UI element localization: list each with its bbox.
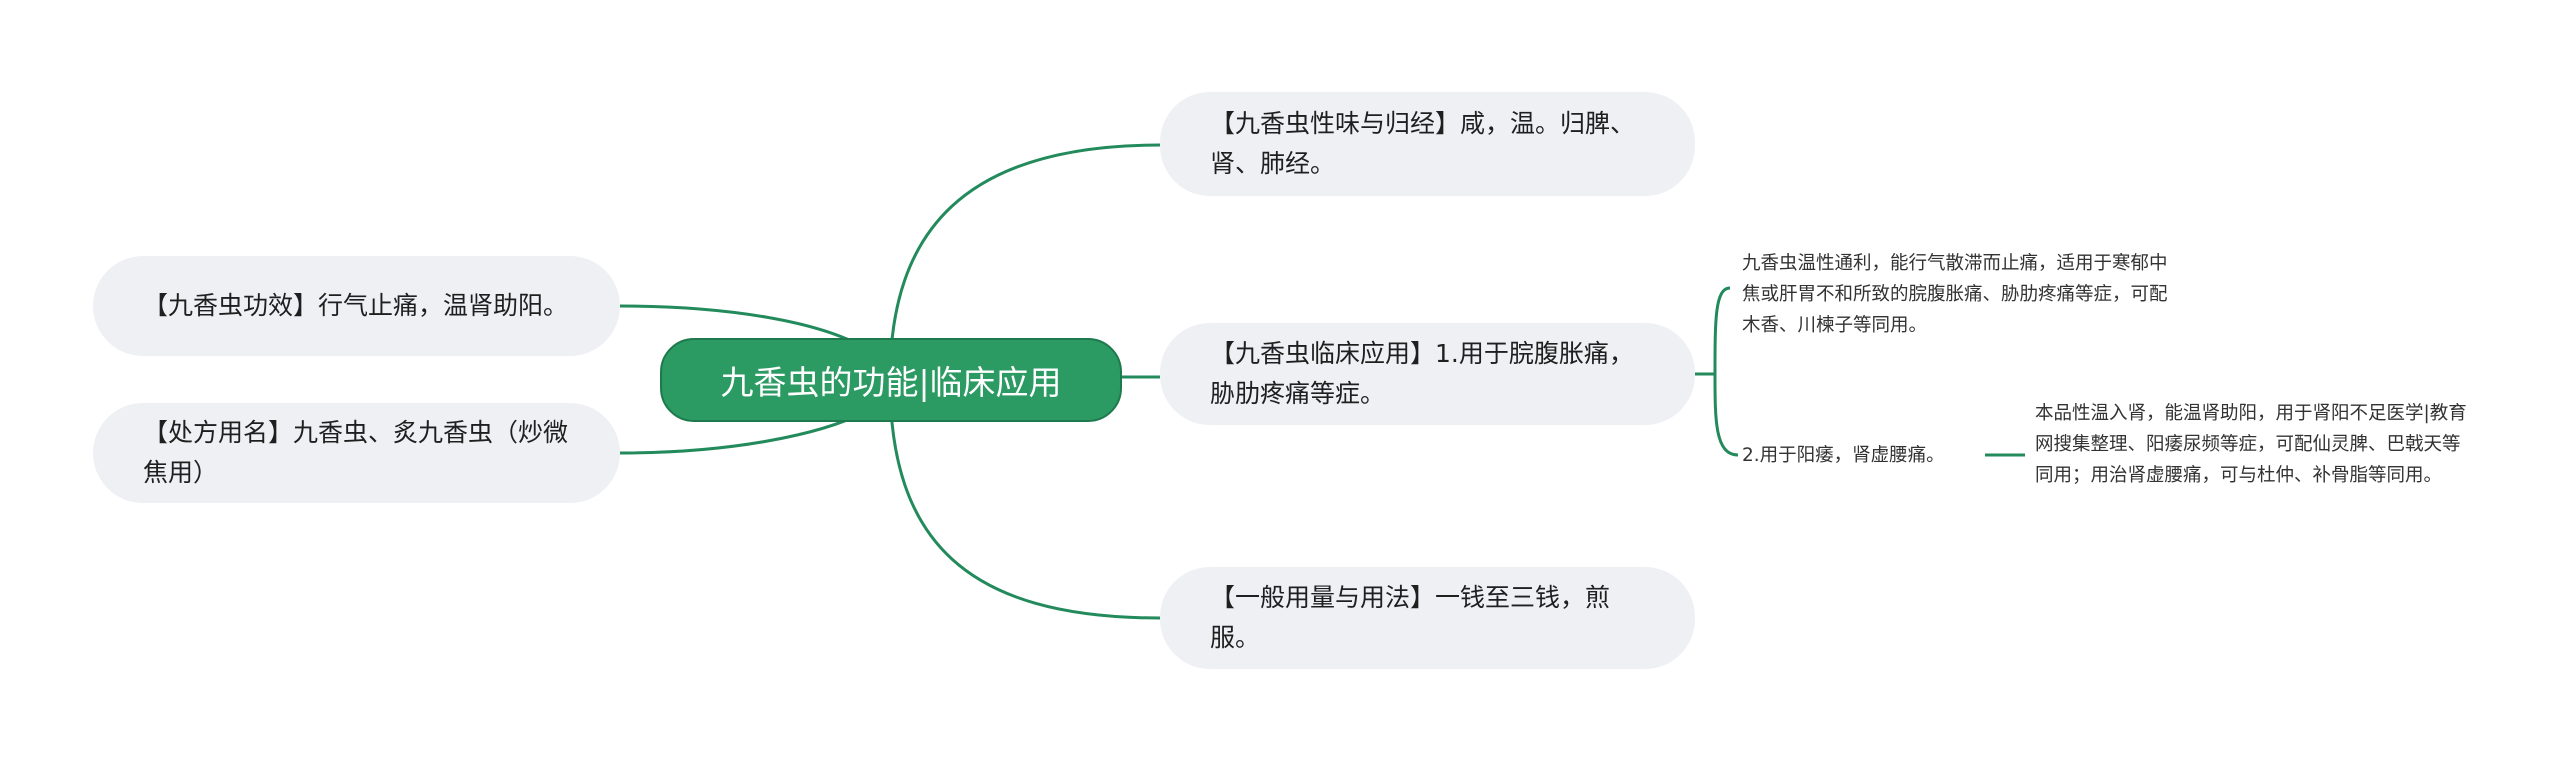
node-properties-meridians[interactable]: 【九香虫性味与归经】咸，温。归脾、肾、肺经。 <box>1160 92 1695 196</box>
central-topic-label: 九香虫的功能|临床应用 <box>720 363 1062 402</box>
leaf-impotence-detail-text: 本品性温入肾，能温肾助阳，用于肾阳不足医学|教育网搜集整理、阳痿尿频等症，可配仙… <box>2035 403 2467 486</box>
leaf-impotence[interactable]: 2.用于阳痿，肾虚腰痛。 <box>1742 440 1992 471</box>
leaf-impotence-detail[interactable]: 本品性温入肾，能温肾助阳，用于肾阳不足医学|教育网搜集整理、阳痿尿频等症，可配仙… <box>2035 398 2475 491</box>
leaf-abdominal-pain-detail[interactable]: 九香虫温性通利，能行气散滞而止痛，适用于寒郁中焦或肝胃不和所致的脘腹胀痛、胁肋疼… <box>1742 248 2182 341</box>
node-dosage-usage[interactable]: 【一般用量与用法】一钱至三钱，煎服。 <box>1160 567 1695 669</box>
node-prescription-names[interactable]: 【处方用名】九香虫、炙九香虫（炒微焦用） <box>93 403 620 503</box>
leaf-abdominal-pain-detail-text: 九香虫温性通利，能行气散滞而止痛，适用于寒郁中焦或肝胃不和所致的脘腹胀痛、胁肋疼… <box>1742 253 2168 336</box>
node-properties-meridians-text: 【九香虫性味与归经】咸，温。归脾、肾、肺经。 <box>1210 109 1636 178</box>
connector-root-to-properties <box>888 143 1161 381</box>
node-efficacy-text: 【九香虫功效】行气止痛，温肾助阳。 <box>143 291 569 320</box>
leaf-impotence-text: 2.用于阳痿，肾虚腰痛。 <box>1742 445 1945 466</box>
node-clinical-application-text: 【九香虫临床应用】1.用于脘腹胀痛，胁肋疼痛等症。 <box>1210 339 1634 408</box>
connector-root-to-dosage <box>888 379 1161 620</box>
node-dosage-usage-text: 【一般用量与用法】一钱至三钱，煎服。 <box>1210 583 1611 652</box>
connector-clinical-to-children <box>1695 286 1739 457</box>
central-topic[interactable]: 九香虫的功能|临床应用 <box>660 338 1122 422</box>
node-clinical-application[interactable]: 【九香虫临床应用】1.用于脘腹胀痛，胁肋疼痛等症。 <box>1160 323 1695 425</box>
node-prescription-names-text: 【处方用名】九香虫、炙九香虫（炒微焦用） <box>143 418 569 487</box>
node-efficacy[interactable]: 【九香虫功效】行气止痛，温肾助阳。 <box>93 256 620 356</box>
